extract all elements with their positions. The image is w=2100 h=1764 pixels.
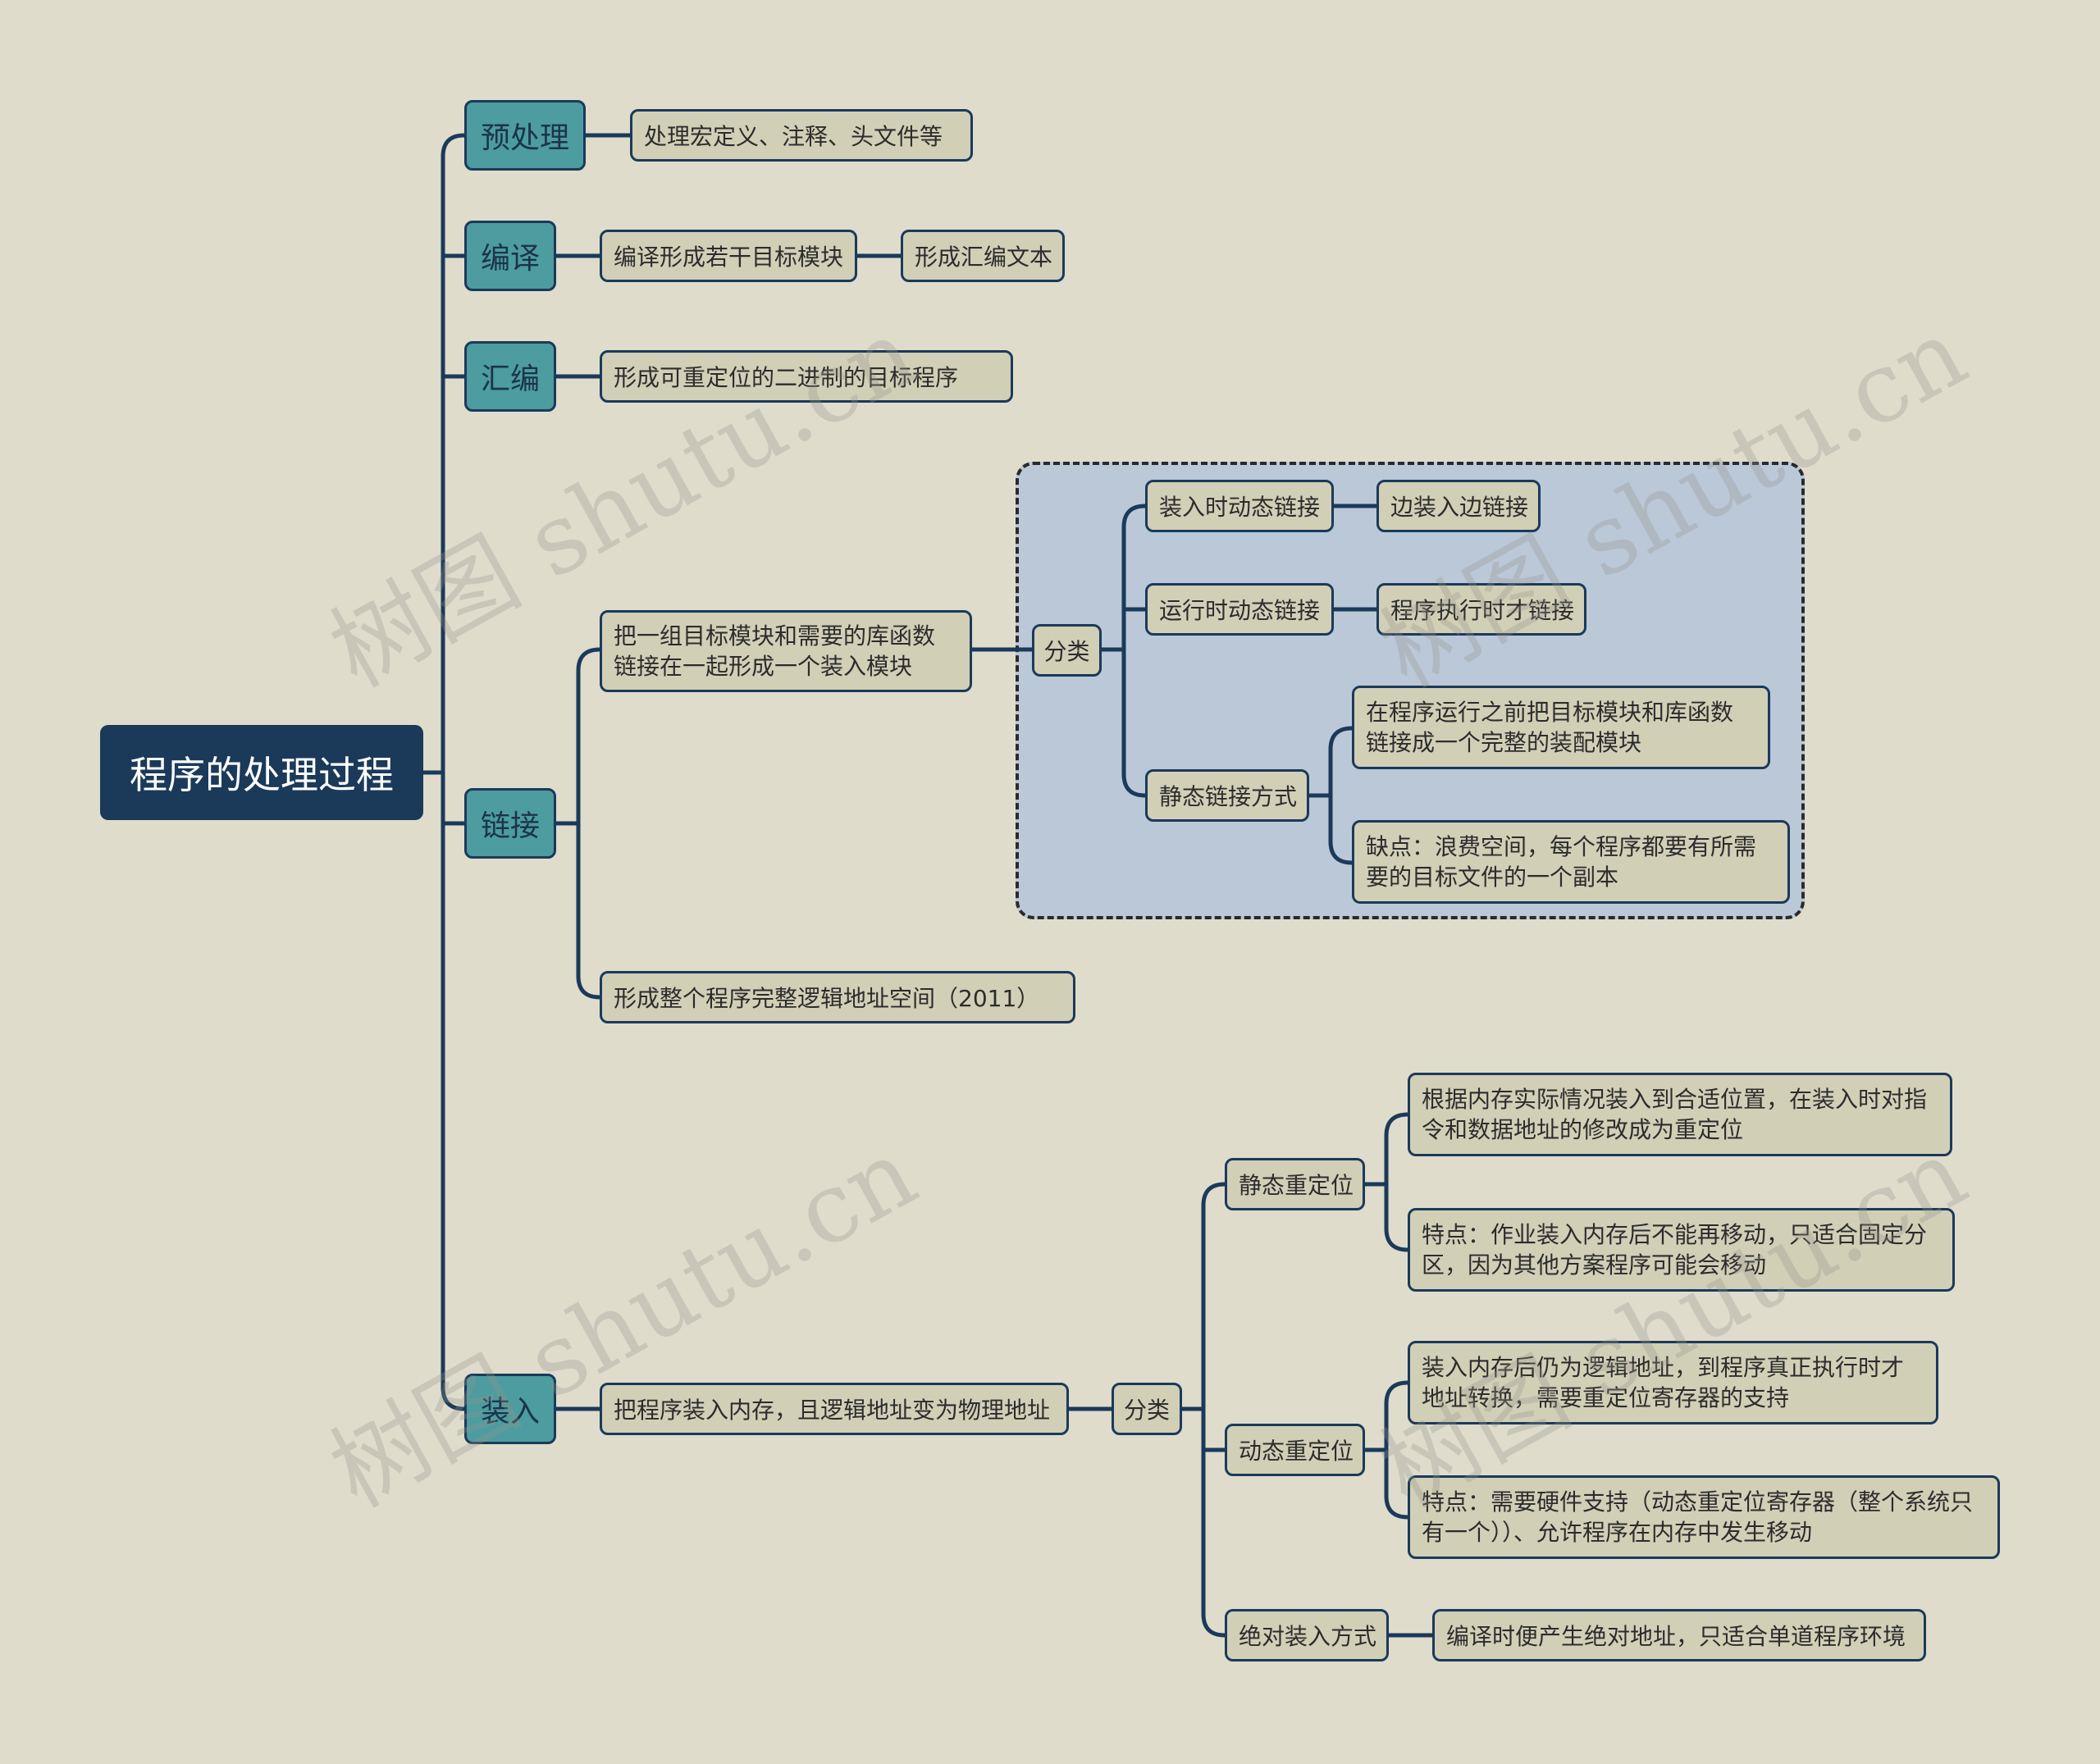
load-absolute[interactable]: 绝对装入方式 (1225, 1609, 1389, 1661)
preprocess-desc[interactable]: 处理宏定义、注释、头文件等 (630, 109, 973, 162)
root-topic[interactable]: 程序的处理过程 (100, 725, 423, 820)
load-static-reloc-desc[interactable]: 根据内存实际情况装入到合适位置，在装入时对指令和数据地址的修改成为重定位 (1408, 1073, 1952, 1156)
connector-link-bracket (576, 647, 602, 1000)
compile-desc[interactable]: 编译形成若干目标模块 (600, 230, 857, 282)
link-run-time[interactable]: 运行时动态链接 (1145, 583, 1334, 636)
connector-dynamic-reloc-bracket (1384, 1380, 1410, 1520)
assemble-desc[interactable]: 形成可重定位的二进制的目标程序 (600, 350, 1013, 403)
load-static-reloc-feature[interactable]: 特点：作业装入内存后不能再移动，只适合固定分区，因为其他方案程序可能会移动 (1408, 1208, 1955, 1292)
link-category[interactable]: 分类 (1032, 624, 1102, 677)
branch-preprocess[interactable]: 预处理 (464, 100, 586, 171)
link-static[interactable]: 静态链接方式 (1145, 769, 1309, 822)
watermark: 树图 shutu.cn (1363, 1116, 1984, 1529)
load-desc[interactable]: 把程序装入内存，且逻辑地址变为物理地址 (600, 1383, 1069, 1435)
load-dynamic-reloc-desc[interactable]: 装入内存后仍为逻辑地址，到程序真正执行时才地址转换，需要重定位寄存器的支持 (1408, 1341, 1938, 1424)
load-static-reloc[interactable]: 静态重定位 (1225, 1158, 1365, 1210)
connector-static-reloc-bracket (1384, 1112, 1410, 1252)
compile-sub[interactable]: 形成汇编文本 (901, 230, 1065, 282)
branch-assemble[interactable]: 汇编 (464, 341, 556, 412)
link-address-space[interactable]: 形成整个程序完整逻辑地址空间（2011） (600, 971, 1075, 1023)
branch-link[interactable]: 链接 (464, 788, 556, 859)
watermark: 树图 shutu.cn (313, 1116, 934, 1529)
link-load-time[interactable]: 装入时动态链接 (1145, 480, 1334, 532)
load-dynamic-reloc[interactable]: 动态重定位 (1225, 1424, 1365, 1476)
load-absolute-desc[interactable]: 编译时便产生绝对地址，只适合单道程序环境 (1432, 1609, 1926, 1661)
load-dynamic-reloc-feature[interactable]: 特点：需要硬件支持（动态重定位寄存器（整个系统只有一个））、允许程序在内存中发生… (1408, 1475, 2000, 1559)
link-run-time-desc[interactable]: 程序执行时才链接 (1376, 583, 1586, 636)
connector-trunk (441, 133, 467, 1411)
connector-load-cat-bracket (1201, 1182, 1227, 1638)
branch-compile[interactable]: 编译 (464, 221, 556, 291)
branch-load[interactable]: 装入 (464, 1374, 556, 1444)
link-static-desc[interactable]: 在程序运行之前把目标模块和库函数链接成一个完整的装配模块 (1352, 686, 1770, 769)
link-load-time-desc[interactable]: 边装入边链接 (1376, 480, 1541, 532)
link-static-con[interactable]: 缺点：浪费空间，每个程序都要有所需要的目标文件的一个副本 (1352, 820, 1790, 904)
link-desc[interactable]: 把一组目标模块和需要的库函数链接在一起形成一个装入模块 (600, 610, 972, 692)
load-category[interactable]: 分类 (1112, 1383, 1182, 1435)
